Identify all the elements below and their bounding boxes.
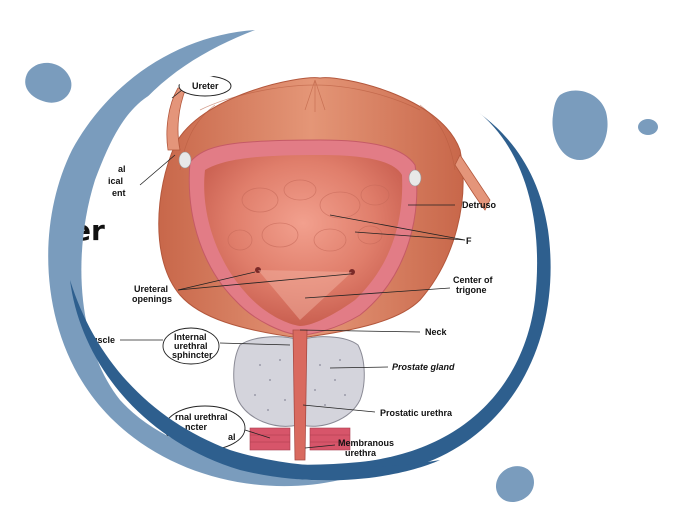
label-neck: Neck <box>425 327 448 337</box>
label-median-ligament-3: ent <box>112 188 126 198</box>
label-ureter: Ureter <box>192 81 219 91</box>
label-internal-sphincter-1: Internal <box>174 332 207 342</box>
decor-blob-bottom <box>495 466 534 503</box>
anatomy-illustration: Ureter al ical ent er Detruso F Ureteral… <box>72 68 538 465</box>
label-external-sphincter-2: ncter <box>185 422 208 432</box>
label-internal-sphincter-3: sphincter <box>172 350 213 360</box>
label-external-sphincter-1: rnal urethral <box>175 412 228 422</box>
label-median-ligament-2: ical <box>108 176 123 186</box>
decor-blob-right-large <box>552 90 608 160</box>
label-prostatic-urethra: Prostatic urethra <box>380 408 453 418</box>
label-center-trigone-2: trigone <box>456 285 487 295</box>
label-folds: F <box>466 236 472 246</box>
label-membranous-urethra-2: urethra <box>345 448 377 458</box>
label-center-trigone-1: Center of <box>453 275 494 285</box>
label-internal-sphincter-2: urethral <box>174 341 208 351</box>
label-median-ligament-1: al <box>118 164 126 174</box>
label-big-letters: er <box>72 214 105 247</box>
decor-blob-right-small <box>638 119 658 135</box>
label-prostate-gland: Prostate gland <box>392 362 455 372</box>
decor-blob-left <box>25 62 72 103</box>
decor-swoosh-dark-front <box>70 280 440 481</box>
label-ureteral-openings-1: Ureteral <box>134 284 168 294</box>
label-external-sphincter-3: al <box>228 432 236 442</box>
label-ureteral-openings-2: openings <box>132 294 172 304</box>
label-membranous-urethra-1: Membranous <box>338 438 394 448</box>
label-detrusor: Detruso <box>462 200 497 210</box>
label-muscle: uscle <box>92 335 115 345</box>
